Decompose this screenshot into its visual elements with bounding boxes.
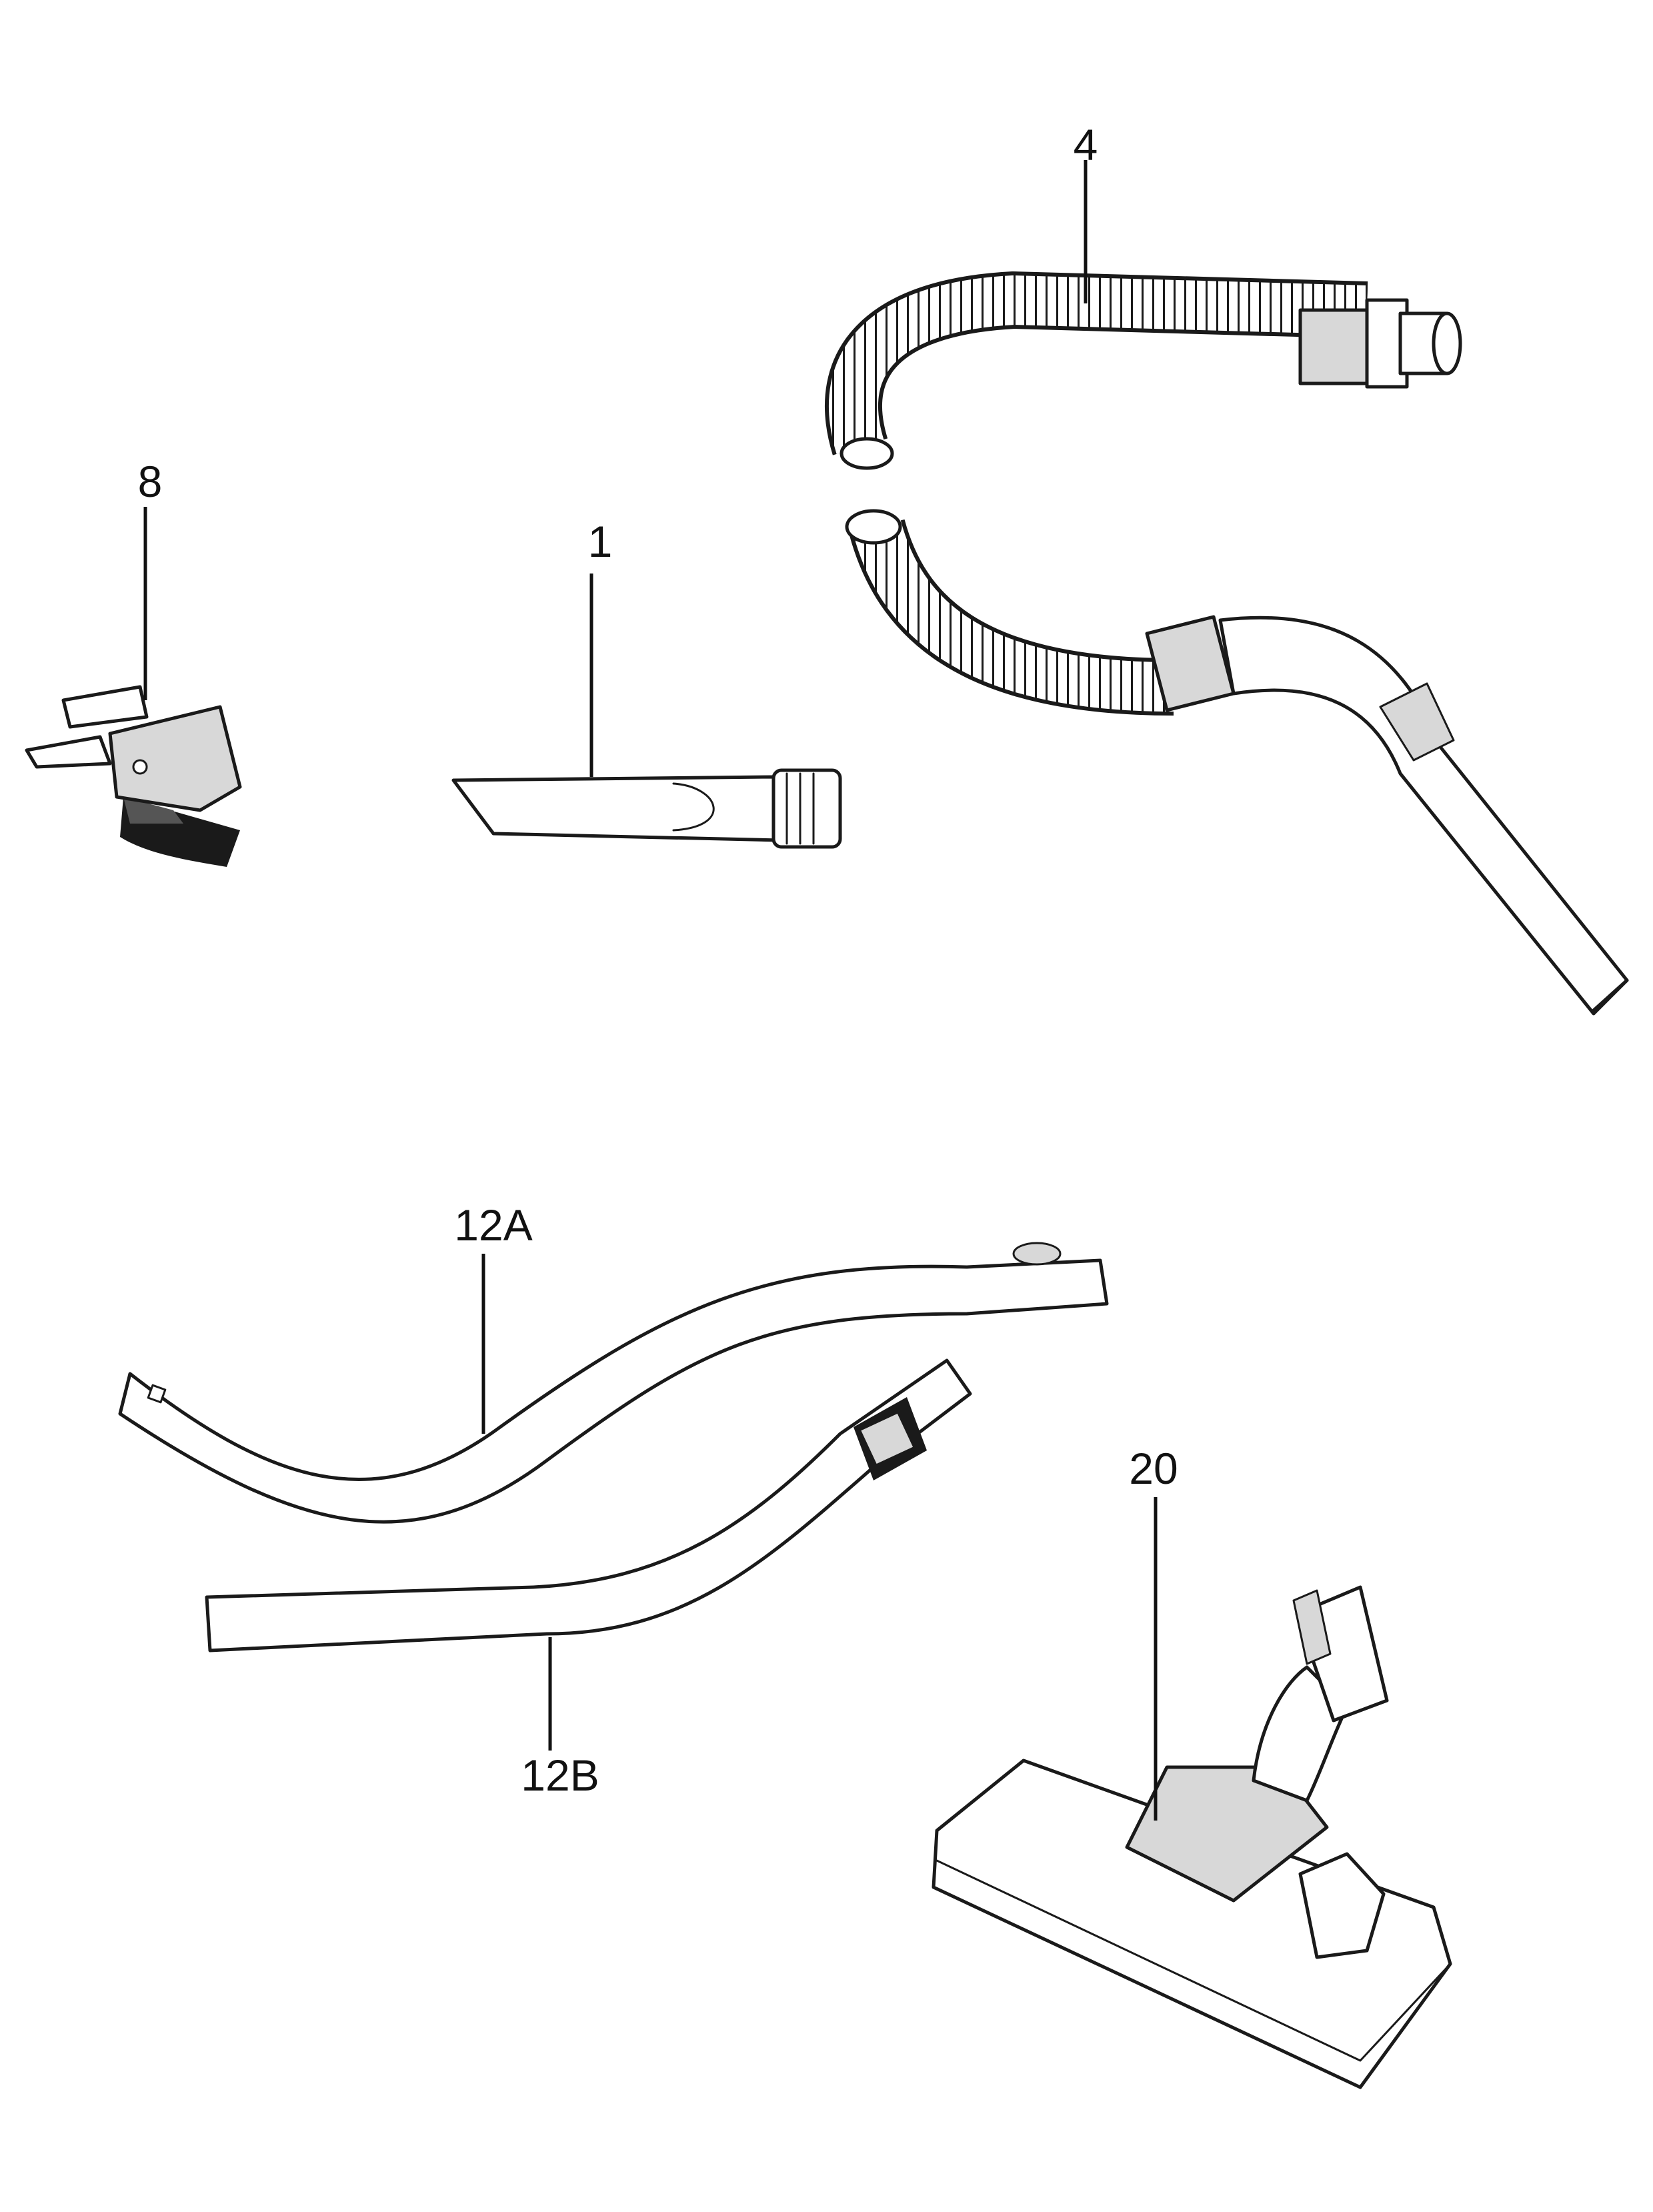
hose-part: [825, 271, 1629, 1016]
tube-upper-callout: 12A: [454, 1200, 532, 1250]
crevice-tool-callout: 1: [588, 517, 613, 566]
dusting-brush-part: [25, 685, 242, 867]
hose-callout: 4: [1074, 120, 1098, 169]
tube-lower-part: [205, 1358, 972, 1652]
tube-lower-callout: 12B: [521, 1751, 599, 1800]
crevice-tool-part: [451, 768, 842, 849]
dusting-brush-callout: 8: [138, 457, 163, 506]
tube-upper-part: [118, 1242, 1109, 1524]
floor-nozzle-callout: 20: [1129, 1444, 1178, 1493]
floor-nozzle-part: [932, 1585, 1452, 2089]
